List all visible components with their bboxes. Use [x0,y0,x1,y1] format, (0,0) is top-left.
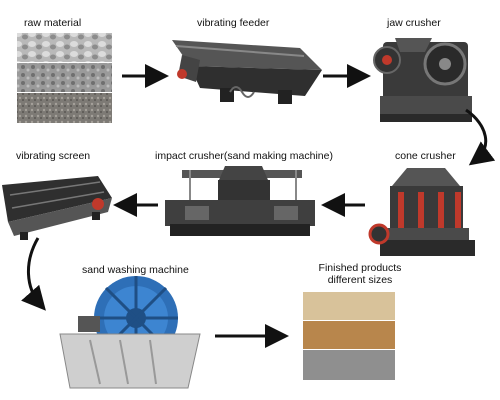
finished-products-line1: Finished products [318,262,402,274]
label-vibrating-screen: vibrating screen [16,150,91,162]
raw-material-image [17,33,112,123]
label-sand-washing-machine: sand washing machine [82,264,189,276]
label-cone-crusher: cone crusher [395,150,456,162]
impact-crusher-image [165,166,315,236]
finished-products-line2: different sizes [327,274,393,286]
cone-crusher-image [368,168,475,256]
label-jaw-crusher: jaw crusher [387,17,441,29]
finished-products-image [303,292,395,380]
arrow-screen-to-washer [21,237,46,311]
label-impact-crusher: impact crusher(sand making machine) [155,150,333,162]
jaw-crusher-image [373,38,472,122]
sand-washing-machine-image [59,276,201,389]
vibrating-feeder-image [172,40,322,104]
label-vibrating-feeder: vibrating feeder [197,17,270,29]
label-raw-material: raw material [24,17,82,29]
vibrating-screen-image [2,176,112,240]
label-finished-products: Finished products different sizes [305,262,415,286]
arrow-jaw-to-cone [465,108,496,166]
